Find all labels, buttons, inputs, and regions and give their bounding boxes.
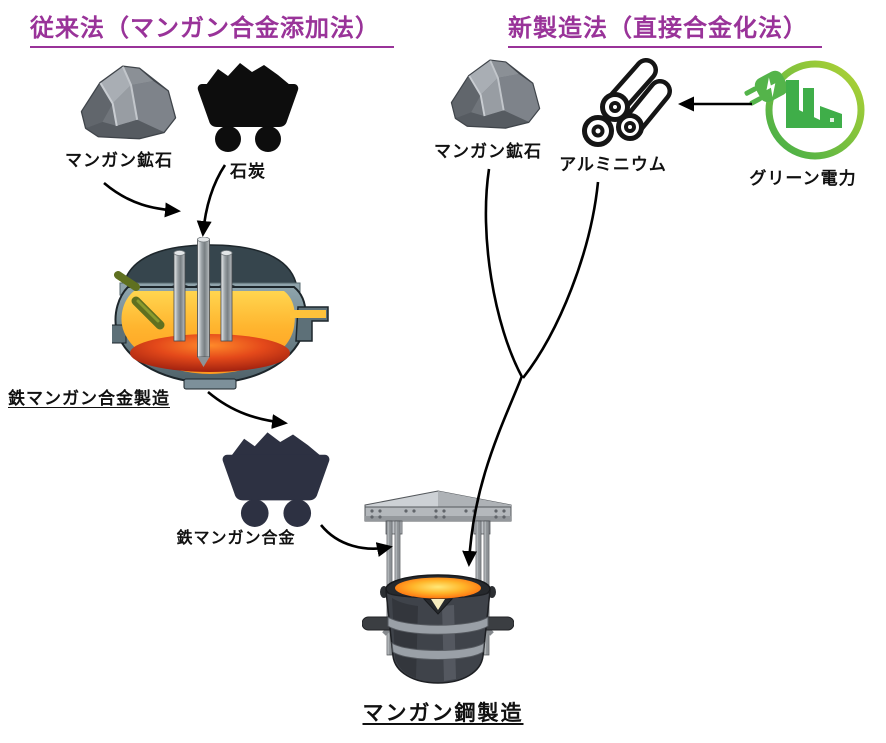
aluminum-icon [578,55,673,150]
coal-label: 石炭 [230,162,266,181]
alloy-cart-icon [220,426,332,528]
factory-glyph [786,80,842,128]
furnace-electrodes [173,237,233,367]
furnace-feed-rods [114,271,165,330]
ore-label-right: マンガン鉱石 [434,142,542,161]
line-aluminum-to-ladle [521,181,600,379]
alloy-label: 鉄マンガン合金 [176,530,296,547]
aluminum-graphic [582,58,672,147]
arrow-furnace-to-alloy [207,391,288,430]
rock-graphic [80,65,177,140]
furnace-label: 鉄マンガン合金製造 [8,389,170,408]
aluminum-label: アルミニウム [559,155,667,174]
plug-glyph [744,70,788,106]
section-title-new: 新製造法（直接合金化法） [508,8,822,48]
ladle-graphic [362,490,514,684]
coal-cart-graphic [197,63,299,152]
line-ore-right-to-ladle [484,168,524,378]
section-title-conventional: 従来法（マンガン合金添加法） [30,8,394,48]
manganese-ore-icon-right [448,53,544,139]
manganese-ore-icon-left [78,57,180,152]
furnace-icon [112,237,334,392]
green-power-icon [742,50,872,168]
alloy-cart-graphic [222,432,330,527]
ore-label-left: マンガン鉱石 [65,151,173,170]
furnace-graphic [112,237,329,390]
coal-cart-icon [196,57,300,153]
green-power-label: グリーン電力 [749,169,857,188]
arrow-ore-to-furnace [103,182,181,218]
ladle-bucket [385,574,491,684]
green-power-graphic [744,60,865,160]
final-process-label: マンガン鋼製造 [362,702,524,725]
rock-graphic [450,59,541,129]
ladle-icon [362,486,514,686]
